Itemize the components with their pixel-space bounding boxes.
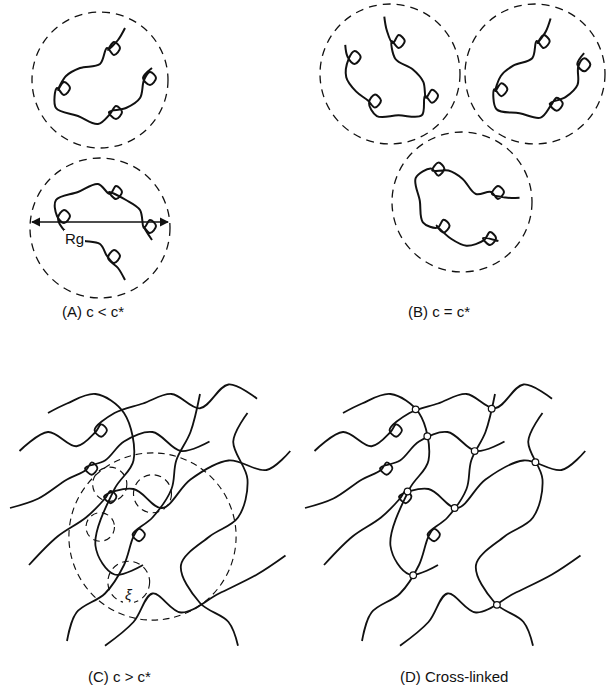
polymer-chain xyxy=(324,451,585,565)
entangled-network xyxy=(10,384,290,645)
panel-caption: (A) c < c* xyxy=(62,303,124,321)
crosslink-point xyxy=(410,572,417,579)
coil-boundary xyxy=(392,132,532,272)
polymer-chain xyxy=(415,163,519,246)
crosslink-point xyxy=(451,505,458,512)
blob-boundary xyxy=(69,453,236,620)
coil-boundary: Rg xyxy=(30,158,170,298)
radius-label: Rg xyxy=(64,230,85,247)
crosslink-point xyxy=(412,406,419,413)
polymer-chain xyxy=(400,556,581,646)
polymer-chain xyxy=(10,432,210,508)
panel-caption: (D) Cross-linked xyxy=(400,668,508,686)
coil-boundary xyxy=(32,12,168,148)
polymer-chain xyxy=(48,394,143,575)
blob-boundary xyxy=(134,475,172,513)
radius-arrow xyxy=(32,221,168,222)
blob-boundary xyxy=(86,513,115,542)
blob-boundary xyxy=(108,561,150,603)
crosslink-point xyxy=(494,602,501,609)
crosslinked-network xyxy=(305,384,585,645)
crosslink-point xyxy=(488,405,495,412)
blob-boundary xyxy=(93,467,127,501)
polymer-chain xyxy=(345,17,438,118)
crosslink-point xyxy=(424,433,431,440)
coil-boundary xyxy=(465,4,605,144)
dashed-circle xyxy=(30,158,170,298)
mesh-size-symbol: ξ xyxy=(123,586,134,604)
polymer-chain xyxy=(20,384,258,451)
panel-caption: (C) c > c* xyxy=(88,668,151,686)
crosslink-point xyxy=(404,488,411,495)
crosslink-point xyxy=(471,448,478,455)
coil-boundary xyxy=(320,4,460,144)
polymer-chain xyxy=(54,28,156,124)
polymer-chain xyxy=(105,556,286,646)
polymer-chain xyxy=(67,394,200,641)
panel-caption: (B) c = c* xyxy=(408,303,470,321)
polymer-chain xyxy=(493,18,590,118)
polymer-chain xyxy=(343,394,438,575)
polymer-chain xyxy=(305,432,505,508)
isolated-coils xyxy=(32,4,605,280)
polymer-chain xyxy=(55,184,156,280)
polymer-chain xyxy=(362,394,495,641)
polymer-chain xyxy=(315,384,553,451)
crosslink-point xyxy=(532,459,539,466)
